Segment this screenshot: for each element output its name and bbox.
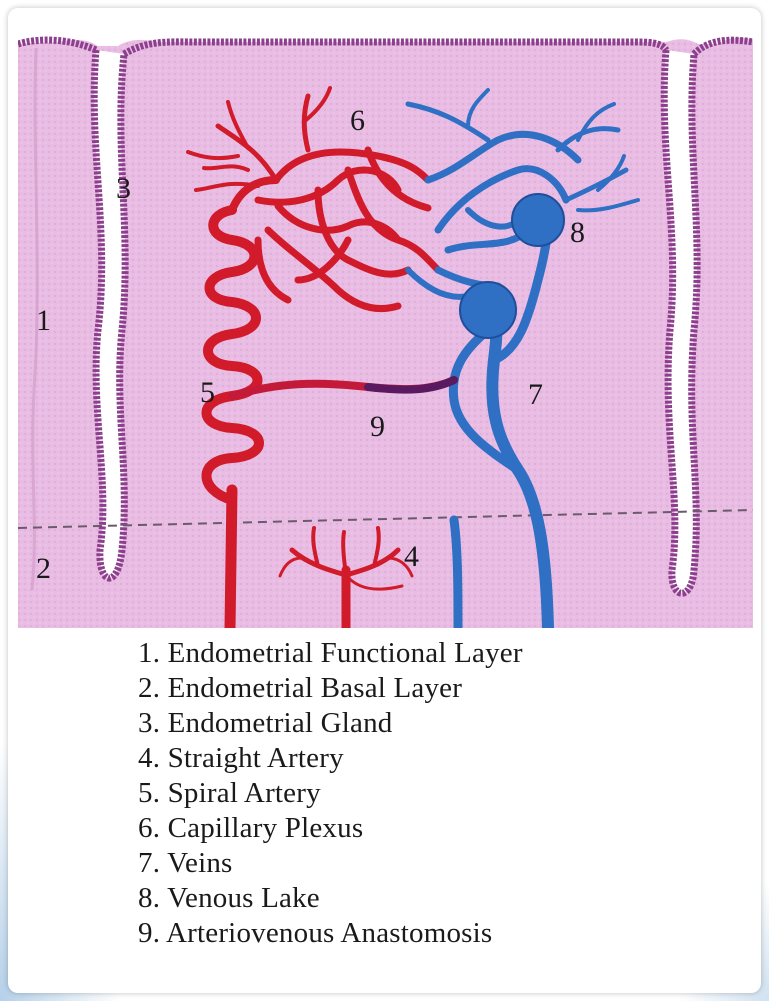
- legend-item-basal-layer: 2. Endometrial Basal Layer: [138, 671, 698, 706]
- label-5: 5: [200, 376, 215, 409]
- legend-item-spiral-artery: 5. Spiral Artery: [138, 776, 698, 811]
- venous-lake-upper: [512, 194, 564, 246]
- label-7: 7: [528, 378, 543, 411]
- label-8: 8: [570, 216, 585, 249]
- label-2: 2: [36, 552, 51, 585]
- legend-item-venous-lake: 8. Venous Lake: [138, 881, 698, 916]
- legend-item-capillary-plexus: 6. Capillary Plexus: [138, 811, 698, 846]
- label-6: 6: [350, 104, 365, 137]
- legend-item-functional-layer: 1. Endometrial Functional Layer: [138, 636, 698, 671]
- venous-lake-lower: [460, 282, 516, 338]
- legend-item-av-anastomosis: 9. Arteriovenous Anastomosis: [138, 916, 698, 951]
- label-9: 9: [370, 410, 385, 443]
- legend-item-veins: 7. Veins: [138, 846, 698, 881]
- legend-item-straight-artery: 4. Straight Artery: [138, 741, 698, 776]
- legend-item-gland: 3. Endometrial Gland: [138, 706, 698, 741]
- label-3: 3: [116, 172, 131, 205]
- legend-list: 1. Endometrial Functional Layer 2. Endom…: [138, 636, 698, 951]
- endometrium-diagram: 1 2 3 4 5 6 7 8 9: [18, 30, 753, 628]
- label-4: 4: [404, 540, 419, 573]
- tissue-layer: [18, 30, 753, 628]
- label-1: 1: [36, 304, 51, 337]
- figure-card: 1 2 3 4 5 6 7 8 9 1. Endometrial Functio…: [8, 8, 761, 993]
